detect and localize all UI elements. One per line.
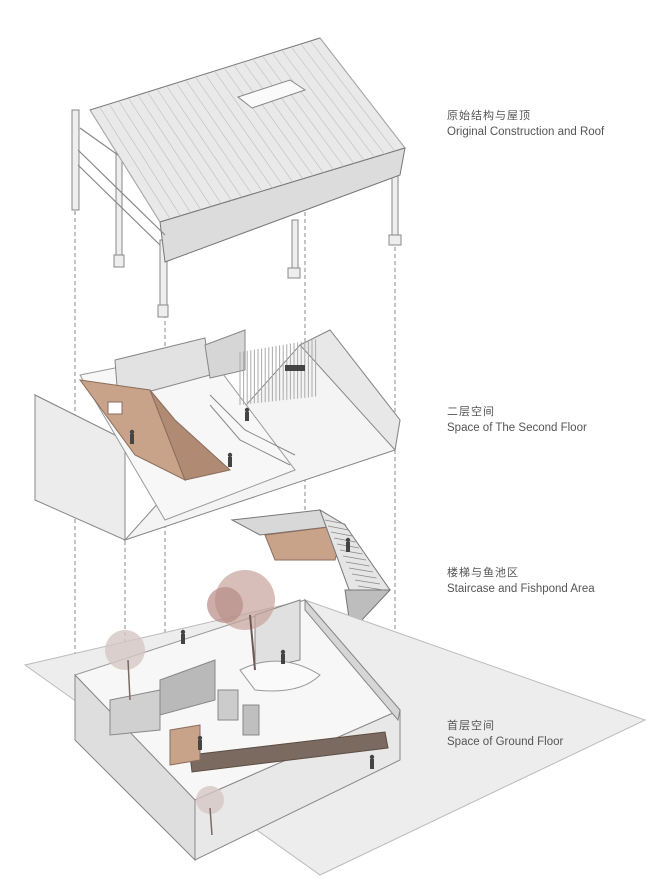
roof-rib — [118, 100, 191, 213]
roof-rib — [89, 109, 161, 223]
label-roof-en: Original Construction and Roof — [447, 126, 605, 138]
roof-rib — [137, 94, 212, 207]
roof-rib — [252, 58, 334, 170]
staircase-layer — [230, 508, 392, 626]
roof-rib — [310, 40, 396, 152]
roof-rib — [281, 49, 365, 161]
ground-floor-layer — [23, 570, 647, 876]
roof-rib — [108, 103, 181, 216]
tree-icon — [196, 786, 224, 836]
stair-step — [351, 573, 377, 579]
stair-step — [339, 549, 363, 555]
stair-step — [348, 567, 374, 573]
tree-icon — [105, 630, 145, 701]
roof-rib — [99, 106, 171, 220]
roof-layer — [71, 37, 406, 318]
roof-rib — [204, 73, 283, 186]
roof-rib — [195, 76, 273, 189]
stair-step — [342, 555, 367, 561]
roof-rib — [223, 67, 304, 180]
roof-rib — [185, 79, 263, 192]
roof-rib — [156, 88, 232, 201]
tree-icon — [207, 570, 275, 671]
label-ground-floor: 首层空间 Space of Ground Floor — [447, 718, 563, 750]
stair-step — [354, 579, 381, 585]
stair-step — [345, 561, 370, 567]
roof-rib — [166, 85, 242, 198]
roof-rib — [214, 70, 293, 183]
roof-rib — [233, 64, 314, 176]
roof-rib — [300, 43, 385, 155]
second-floor-layer — [33, 329, 401, 542]
roof-rib — [128, 97, 202, 210]
roof-rib — [271, 52, 355, 164]
roof-rib — [147, 91, 222, 204]
stair-step — [327, 525, 349, 531]
label-second-floor-en: Space of The Second Floor — [447, 422, 587, 434]
roof-rib — [262, 55, 344, 167]
label-staircase: 楼梯与鱼池区 Staircase and Fishpond Area — [447, 565, 595, 597]
roof-rib — [176, 82, 253, 195]
label-ground-floor-en: Space of Ground Floor — [447, 736, 564, 748]
roof-rib — [319, 37, 406, 149]
label-roof-zh: 原始结构与屋顶 — [447, 109, 531, 122]
label-second-floor: 二层空间 Space of The Second Floor — [447, 404, 587, 436]
stair-step — [330, 531, 353, 537]
stair-step — [357, 585, 384, 591]
stair-step — [333, 537, 356, 543]
label-second-floor-zh: 二层空间 — [447, 405, 495, 418]
roof-rib — [291, 46, 375, 158]
label-staircase-zh: 楼梯与鱼池区 — [447, 566, 519, 579]
label-staircase-en: Staircase and Fishpond Area — [447, 583, 595, 595]
stair-step — [324, 519, 346, 525]
label-ground-floor-zh: 首层空间 — [447, 719, 495, 732]
roof-rib — [243, 61, 324, 173]
label-roof: 原始结构与屋顶 Original Construction and Roof — [447, 108, 604, 140]
